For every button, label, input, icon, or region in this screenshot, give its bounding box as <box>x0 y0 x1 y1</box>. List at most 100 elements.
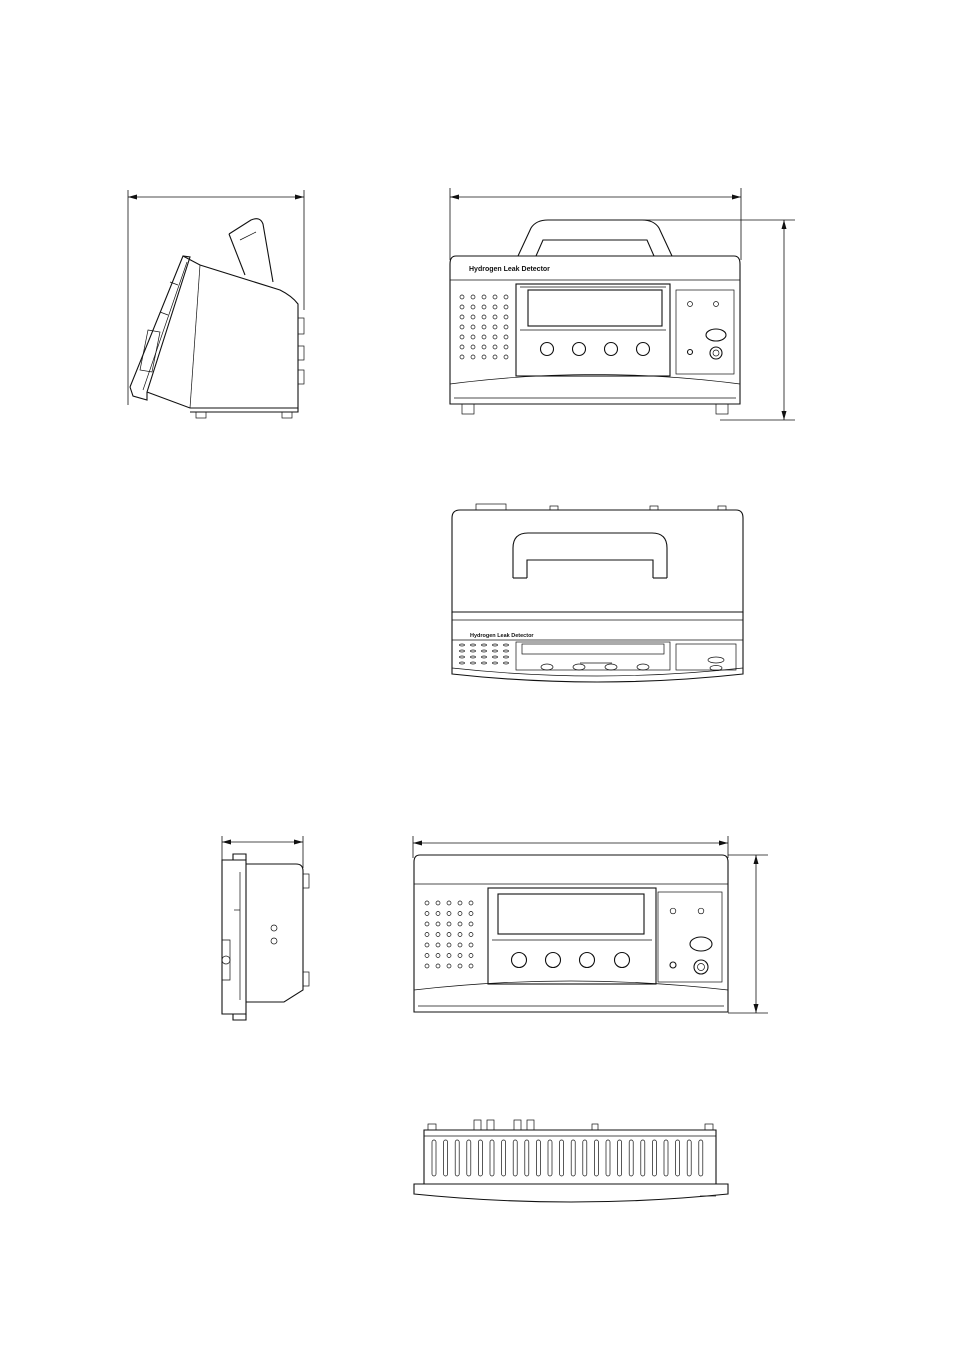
keypad <box>512 953 630 968</box>
speaker-grille <box>460 295 508 359</box>
ventilation-slots <box>432 1140 703 1176</box>
speaker-hole <box>458 933 462 937</box>
speaker-hole <box>493 662 498 664</box>
vent-slot <box>444 1140 448 1176</box>
speaker-hole <box>436 901 440 905</box>
vent-slot <box>548 1140 552 1176</box>
speaker-hole <box>458 922 462 926</box>
vent-slot <box>606 1140 610 1176</box>
vent-slot <box>467 1140 471 1176</box>
bottom-view <box>414 1120 728 1202</box>
key-1[interactable] <box>541 664 553 670</box>
speaker-hole <box>471 355 475 359</box>
key-3[interactable] <box>605 664 617 670</box>
housing <box>414 855 728 1012</box>
housing: Hydrogen Leak Detector <box>450 256 740 414</box>
speaker-hole <box>436 922 440 926</box>
speaker-hole <box>460 662 465 664</box>
speaker-hole <box>493 335 497 339</box>
key-1[interactable] <box>512 953 527 968</box>
speaker-hole <box>447 922 451 926</box>
speaker-grille <box>425 901 473 968</box>
speaker-grille <box>460 644 509 664</box>
speaker-hole <box>482 650 487 652</box>
speaker-hole <box>458 954 462 958</box>
side-view-with-handle <box>128 190 304 418</box>
speaker-hole <box>460 650 465 652</box>
speaker-hole <box>447 933 451 937</box>
top-view-handle-folded: Hydrogen Leak Detector <box>452 504 743 682</box>
height-dimension-line <box>728 855 768 1013</box>
speaker-hole <box>482 335 486 339</box>
speaker-hole <box>447 954 451 958</box>
key-2[interactable] <box>573 343 586 356</box>
speaker-hole <box>425 912 429 916</box>
speaker-hole <box>482 644 487 646</box>
speaker-hole <box>504 650 509 652</box>
key-4[interactable] <box>615 953 630 968</box>
speaker-hole <box>458 943 462 947</box>
speaker-hole <box>493 325 497 329</box>
speaker-hole <box>471 335 475 339</box>
display-screen <box>522 644 664 654</box>
vent-slot <box>594 1140 598 1176</box>
speaker-hole <box>460 305 464 309</box>
vent-slot <box>490 1140 494 1176</box>
speaker-hole <box>504 325 508 329</box>
speaker-hole <box>471 662 476 664</box>
vent-slot <box>525 1140 529 1176</box>
housing <box>130 256 304 418</box>
speaker-hole <box>469 943 473 947</box>
front-view-compact <box>413 836 768 1013</box>
speaker-hole <box>458 964 462 968</box>
speaker-hole <box>504 662 509 664</box>
speaker-hole <box>482 656 487 658</box>
speaker-hole <box>436 912 440 916</box>
key-2[interactable] <box>546 953 561 968</box>
speaker-hole <box>425 922 429 926</box>
key-4[interactable] <box>637 343 650 356</box>
speaker-hole <box>482 305 486 309</box>
sensor-window <box>690 937 712 951</box>
speaker-hole <box>425 901 429 905</box>
speaker-hole <box>493 650 498 652</box>
vent-slot <box>571 1140 575 1176</box>
vent-slot <box>583 1140 587 1176</box>
speaker-hole <box>504 644 509 646</box>
probe-connector[interactable] <box>694 960 708 974</box>
indicator-led <box>688 350 693 355</box>
housing: Hydrogen Leak Detector <box>452 504 743 682</box>
vent-slot <box>687 1140 691 1176</box>
speaker-hole <box>458 901 462 905</box>
speaker-hole <box>436 943 440 947</box>
speaker-hole <box>471 644 476 646</box>
speaker-hole <box>471 650 476 652</box>
speaker-hole <box>460 335 464 339</box>
width-dimension-line <box>222 836 303 868</box>
key-1[interactable] <box>541 343 554 356</box>
speaker-hole <box>471 295 475 299</box>
key-3[interactable] <box>605 343 618 356</box>
housing <box>222 854 309 1020</box>
speaker-hole <box>482 355 486 359</box>
vent-slot <box>536 1140 540 1176</box>
key-3[interactable] <box>580 953 595 968</box>
speaker-hole <box>469 964 473 968</box>
side-view-compact <box>222 836 309 1020</box>
display-screen <box>498 894 644 934</box>
width-dimension-line <box>128 190 304 405</box>
speaker-hole <box>460 315 464 319</box>
probe-connector[interactable] <box>710 347 722 359</box>
speaker-hole <box>458 912 462 916</box>
speaker-hole <box>425 964 429 968</box>
speaker-hole <box>436 964 440 968</box>
key-2[interactable] <box>573 664 585 670</box>
keypad <box>541 664 649 670</box>
speaker-hole <box>504 305 508 309</box>
speaker-hole <box>447 943 451 947</box>
speaker-hole <box>447 912 451 916</box>
speaker-hole <box>471 305 475 309</box>
speaker-hole <box>469 901 473 905</box>
key-4[interactable] <box>637 664 649 670</box>
vent-slot <box>455 1140 459 1176</box>
